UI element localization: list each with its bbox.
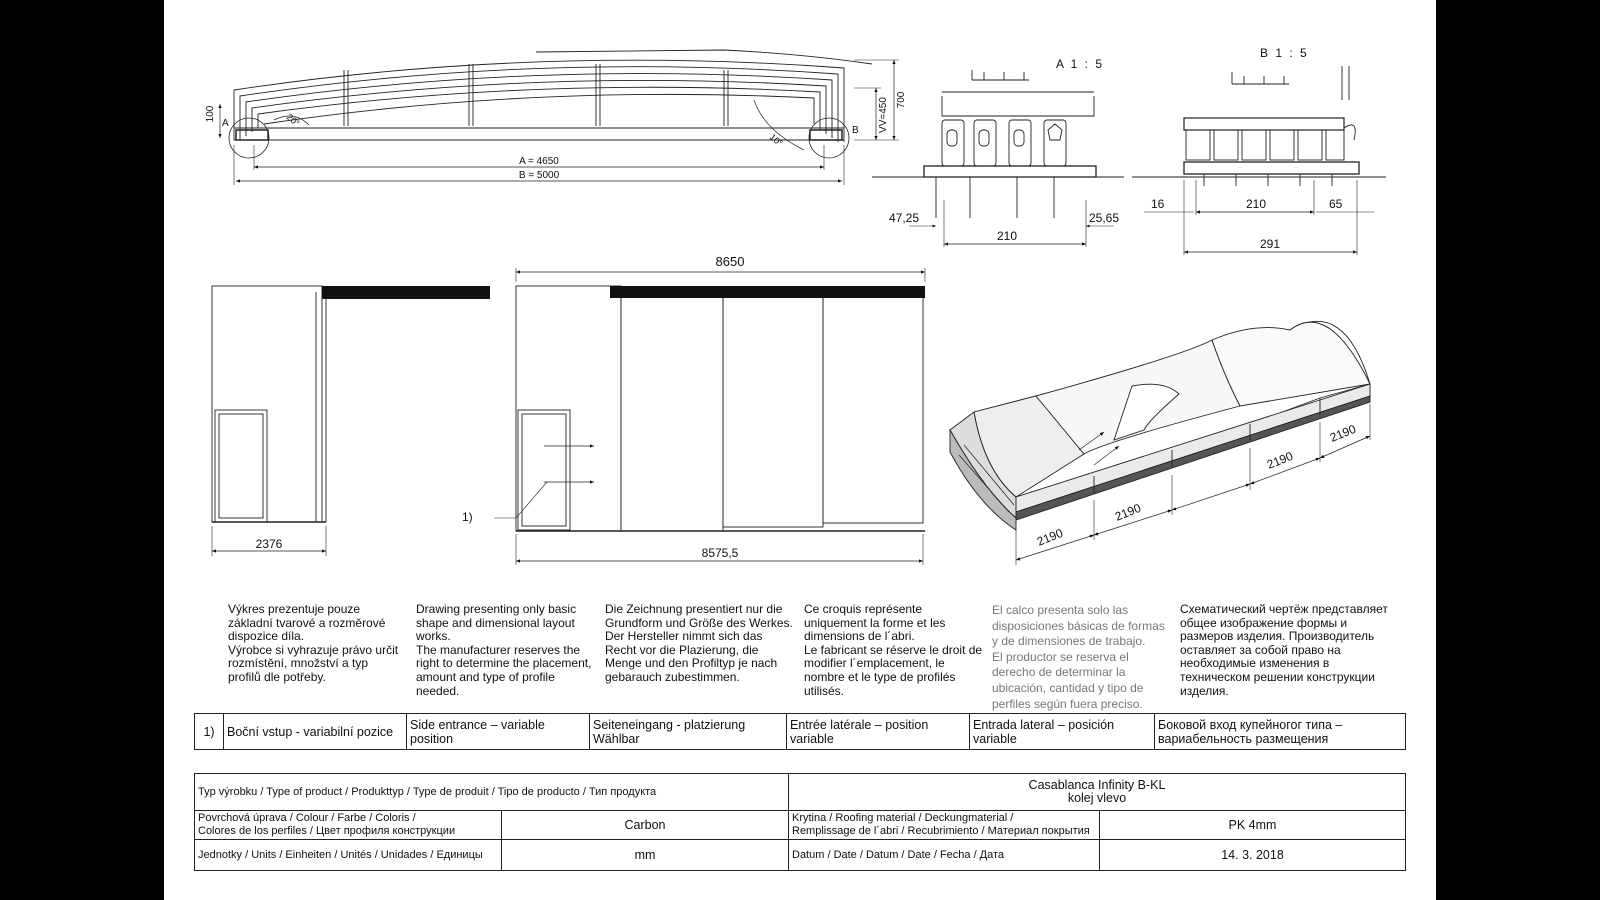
detail-a-view <box>872 70 1124 247</box>
detail-b-d3: 65 <box>1329 197 1343 211</box>
legend-fr: Entrée latérale – position variable <box>786 713 970 750</box>
title-block: Typ výrobku / Type of product / Produktt… <box>194 773 1406 871</box>
iso-seg2: 2190 <box>1113 501 1143 524</box>
legend-table: 1) Boční vstup - variabilní pozice Side … <box>194 713 1406 750</box>
description-ru: Схематический чертёж представляет общее … <box>1180 602 1388 698</box>
detail-b-view <box>1132 66 1386 255</box>
front-view <box>494 268 926 565</box>
roofing-value: PK 4mm <box>1099 810 1406 840</box>
product-name-cell: Casablanca Infinity B-KL kolej vlevo <box>788 773 1406 811</box>
legend-cz: Boční vstup - variabilní pozice <box>223 713 407 750</box>
top-angle-right: 10° <box>768 132 785 149</box>
technical-drawing: A = 4650 B = 5000 100 VV=450 700 A B 20°… <box>205 46 1386 565</box>
units-label: Jednotky / Units / Einheiten / Unités / … <box>194 839 502 871</box>
detail-b-d2: 210 <box>1246 197 1266 211</box>
iso-seg1: 2190 <box>1035 526 1065 549</box>
front-length-bottom: 8575,5 <box>702 546 739 560</box>
top-dim-a: A = 4650 <box>519 156 559 167</box>
date-value: 14. 3. 2018 <box>1099 839 1406 871</box>
top-dim-b: B = 5000 <box>519 170 560 181</box>
side-width: 2376 <box>256 537 283 551</box>
top-dim-vv: VV=450 <box>878 97 889 133</box>
title-row-product: Typ výrobku / Type of product / Produktt… <box>194 773 1406 811</box>
legend-ru: Боковой вход купейногог типа – вариабель… <box>1154 713 1406 750</box>
legend-de: Seiteneingang - platzierung Wählbar <box>589 713 787 750</box>
colour-label: Povrchová úprava / Colour / Farbe / Colo… <box>194 810 502 840</box>
product-variant: kolej vlevo <box>1067 791 1127 805</box>
product-name: Casablanca Infinity B-KL <box>1028 778 1166 792</box>
description-cz: Výkres prezentuje pouze základní tvarové… <box>228 602 399 684</box>
detail-b-title: B 1 : 5 <box>1260 46 1309 60</box>
side-view <box>211 285 490 556</box>
detail-a-title: A 1 : 5 <box>1056 57 1104 71</box>
title-row-units: Jednotky / Units / Einheiten / Unités / … <box>194 839 1406 871</box>
detail-a-d3: 25,65 <box>1089 211 1119 225</box>
colour-value: Carbon <box>501 810 789 840</box>
top-view <box>218 49 899 185</box>
top-angle-left: 20° <box>285 112 302 129</box>
front-length-top: 8650 <box>716 254 745 269</box>
drawing-sheet: A = 4650 B = 5000 100 VV=450 700 A B 20°… <box>164 0 1436 900</box>
description-de: Die Zeichnung presentiert nur die Grundf… <box>605 602 793 684</box>
detail-b-d1: 16 <box>1151 197 1165 211</box>
description-en: Drawing presenting only basic shape and … <box>416 602 592 698</box>
title-row-colour: Povrchová úprava / Colour / Farbe / Colo… <box>194 810 1406 840</box>
description-fr: Ce croquis représente uniquement la form… <box>804 602 983 698</box>
iso-seg3: 2190 <box>1265 449 1295 472</box>
top-label-a: A <box>222 118 229 129</box>
roofing-label: Krytina / Roofing material / Deckungmate… <box>788 810 1100 840</box>
product-type-label: Typ výrobku / Type of product / Produktt… <box>194 773 789 811</box>
legend-number: 1) <box>194 713 224 750</box>
detail-b-d4: 291 <box>1260 237 1280 251</box>
legend-es: Entrada lateral – posición variable <box>969 713 1155 750</box>
date-label: Datum / Date / Datum / Date / Fecha / Да… <box>788 839 1100 871</box>
legend-row: 1) Boční vstup - variabilní pozice Side … <box>194 713 1406 750</box>
description-es: El calco presenta solo las disposiciones… <box>992 603 1165 711</box>
units-value: mm <box>501 839 789 871</box>
top-dim-100: 100 <box>205 105 216 122</box>
iso-seg4: 2190 <box>1328 422 1358 445</box>
legend-en: Side entrance – variable position <box>406 713 590 750</box>
front-callout: 1) <box>462 510 473 524</box>
detail-a-d2: 210 <box>997 229 1017 243</box>
detail-a-d1: 47,25 <box>889 211 919 225</box>
top-label-b: B <box>852 125 859 136</box>
iso-view <box>949 320 1371 565</box>
top-dim-700: 700 <box>896 91 907 108</box>
